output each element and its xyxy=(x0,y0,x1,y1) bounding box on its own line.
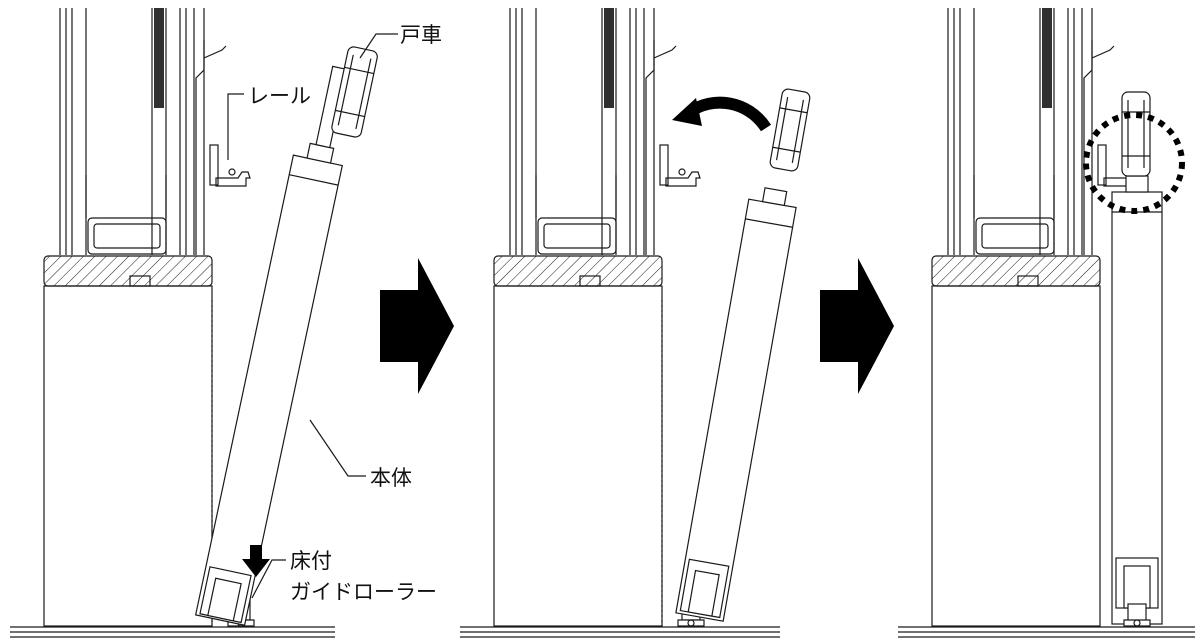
hatched-sill xyxy=(43,255,213,287)
right-arrow-icon xyxy=(820,258,894,394)
lower-wall xyxy=(931,285,1101,627)
lower-wall xyxy=(43,285,213,627)
door-frame xyxy=(947,8,1093,255)
label-roller: 戸車 xyxy=(400,23,442,47)
leader-roller xyxy=(359,33,398,59)
floor xyxy=(10,626,335,638)
lower-wall xyxy=(493,285,663,627)
panel-1-tilted-insert xyxy=(10,8,398,638)
door-frame xyxy=(509,8,655,255)
leader-rail xyxy=(227,93,244,160)
right-arrow-icon xyxy=(380,258,454,394)
hatched-sill xyxy=(493,255,663,287)
hatched-sill xyxy=(931,255,1101,287)
floor-guide-roller xyxy=(1123,603,1151,627)
door-body-tilted xyxy=(194,65,348,626)
door-body-tilted xyxy=(675,187,797,622)
roller-wheel xyxy=(1121,91,1151,177)
leader-body xyxy=(309,419,366,477)
dashed-circle-highlight xyxy=(1083,112,1185,214)
panel-2-rotate-into-rail xyxy=(460,8,811,638)
label-body: 本体 xyxy=(370,466,412,490)
label-floor-guide-2: ガイドローラー xyxy=(290,580,437,604)
leader-guide xyxy=(251,559,286,599)
label-rail: レール xyxy=(248,84,311,108)
panel-3-installed xyxy=(898,8,1195,638)
roller-wheel xyxy=(769,88,811,172)
rail-bracket xyxy=(195,40,251,255)
down-arrow-icon xyxy=(242,545,270,577)
door-frame xyxy=(59,8,205,255)
rail-bracket xyxy=(645,40,701,255)
floor xyxy=(898,626,1195,638)
roller-wheel xyxy=(331,46,378,138)
floor xyxy=(460,626,780,638)
label-floor-guide-1: 床付 xyxy=(290,549,332,573)
door-body-installed xyxy=(1111,175,1163,625)
curved-arrow-icon xyxy=(672,96,772,132)
